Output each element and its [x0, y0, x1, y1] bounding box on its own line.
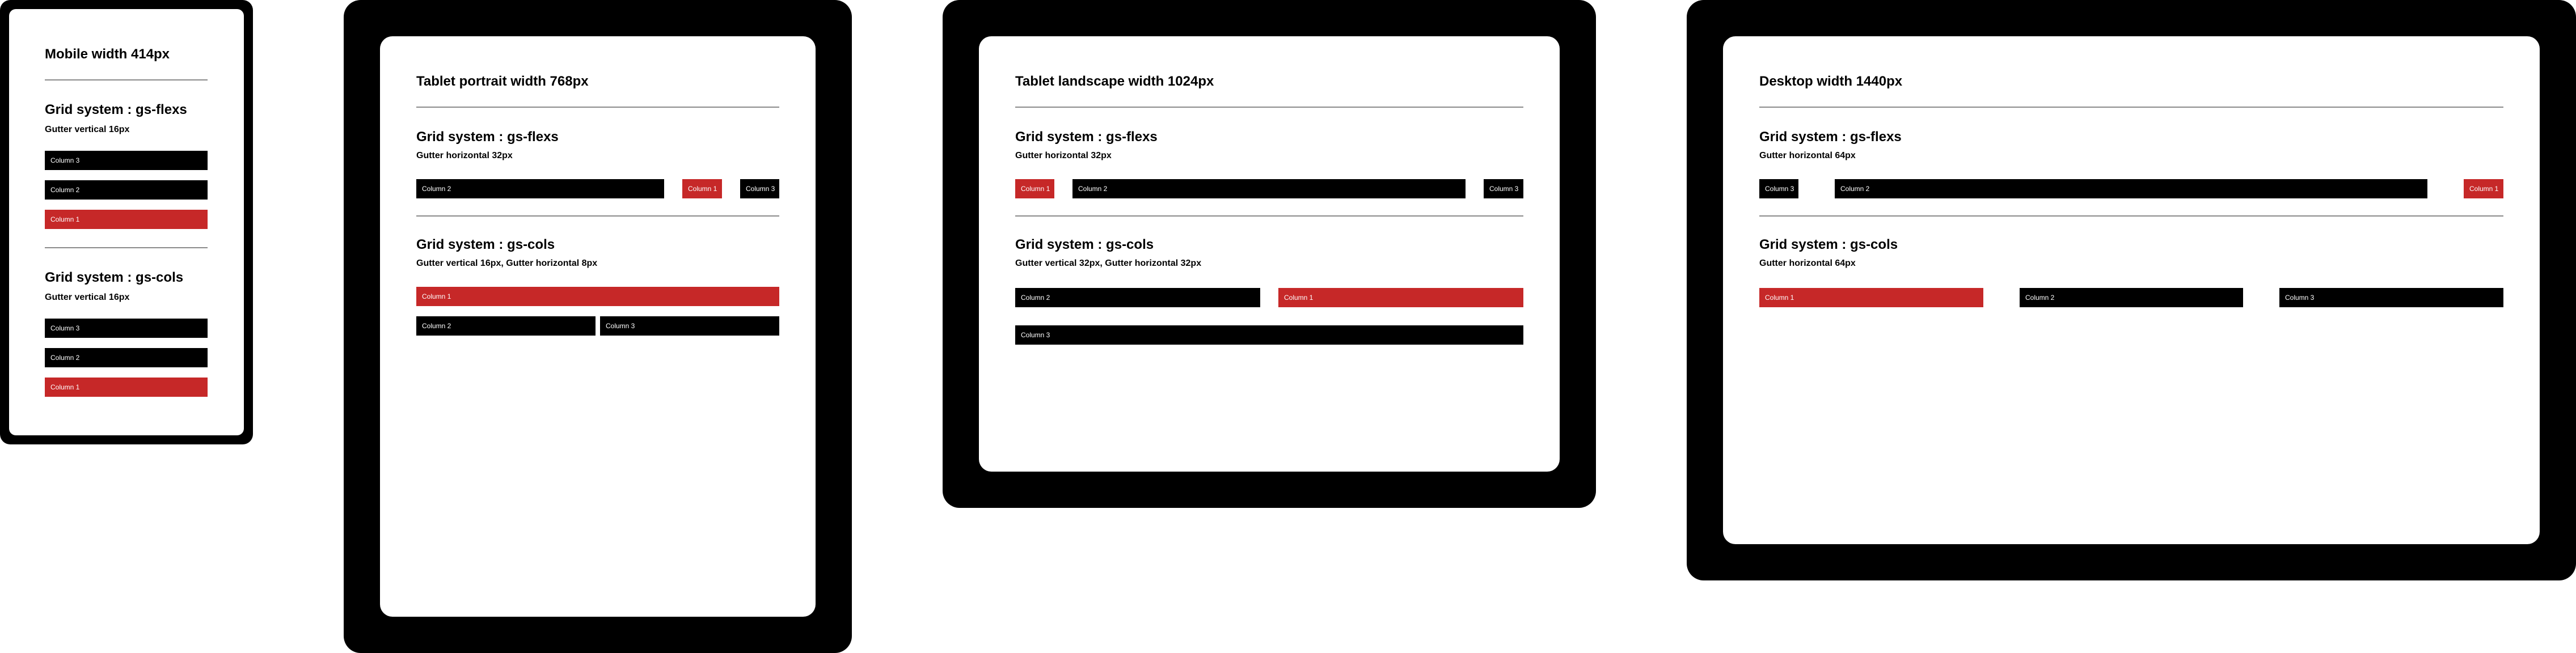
tablet-portrait-cols-column: Column 2	[416, 316, 596, 336]
desktop-title: Desktop width 1440px	[1759, 74, 1903, 89]
tablet-portrait-cols-gutter: Gutter vertical 16px, Gutter horizontal …	[416, 258, 598, 268]
tablet-portrait-title-divider	[416, 107, 779, 108]
tablet-landscape-section-divider	[1015, 215, 1523, 217]
tablet-landscape-screen: Tablet landscape width 1024px Grid syste…	[979, 36, 1560, 472]
tablet-portrait-flex-heading: Grid system : gs-flexs	[416, 129, 559, 145]
tablet-portrait-flex-column: Column 1	[682, 179, 722, 198]
mobile-device-frame: Mobile width 414px Grid system : gs-flex…	[0, 0, 253, 444]
desktop-cols-column: Column 3	[2279, 288, 2503, 307]
tablet-landscape-cols-column: Column 3	[1015, 325, 1523, 345]
mobile-flex-column: Column 3	[45, 151, 208, 170]
tablet-landscape-cols-column: Column 1	[1278, 288, 1523, 307]
desktop-flex-heading: Grid system : gs-flexs	[1759, 129, 1902, 145]
tablet-portrait-title: Tablet portrait width 768px	[416, 74, 589, 89]
mobile-flex-heading: Grid system : gs-flexs	[45, 102, 187, 117]
tablet-portrait-flex-column: Column 3	[740, 179, 779, 198]
mobile-cols-column: Column 2	[45, 348, 208, 367]
desktop-cols-column: Column 2	[2020, 288, 2243, 307]
tablet-portrait-section-divider	[416, 215, 779, 217]
tablet-landscape-device-frame: Tablet landscape width 1024px Grid syste…	[943, 0, 1596, 508]
desktop-flex-column: Column 2	[1835, 179, 2427, 198]
desktop-flex-gutter: Gutter horizontal 64px	[1759, 151, 1856, 160]
tablet-landscape-flex-gutter: Gutter horizontal 32px	[1015, 151, 1112, 160]
tablet-portrait-cols-heading: Grid system : gs-cols	[416, 237, 555, 252]
tablet-landscape-title: Tablet landscape width 1024px	[1015, 74, 1214, 89]
mobile-cols-heading: Grid system : gs-cols	[45, 270, 184, 285]
mobile-flex-gutter: Gutter vertical 16px	[45, 125, 130, 134]
mobile-cols-column: Column 3	[45, 319, 208, 338]
mobile-flex-column: Column 1	[45, 210, 208, 229]
tablet-portrait-device-frame: Tablet portrait width 768px Grid system …	[344, 0, 852, 653]
tablet-portrait-cols-column: Column 1	[416, 287, 779, 306]
tablet-portrait-screen: Tablet portrait width 768px Grid system …	[380, 36, 816, 617]
tablet-portrait-flex-gutter: Gutter horizontal 32px	[416, 151, 513, 160]
tablet-landscape-flex-column: Column 1	[1015, 179, 1054, 198]
desktop-flex-column: Column 1	[2464, 179, 2503, 198]
tablet-landscape-cols-gutter: Gutter vertical 32px, Gutter horizontal …	[1015, 258, 1202, 268]
tablet-landscape-flex-heading: Grid system : gs-flexs	[1015, 129, 1158, 145]
desktop-cols-heading: Grid system : gs-cols	[1759, 237, 1898, 252]
desktop-flex-column: Column 3	[1759, 179, 1798, 198]
desktop-title-divider	[1759, 107, 2503, 108]
mobile-flex-column: Column 2	[45, 180, 208, 200]
tablet-landscape-cols-column: Column 2	[1015, 288, 1260, 307]
desktop-device-frame: Desktop width 1440px Grid system : gs-fl…	[1687, 0, 2576, 580]
mobile-title-divider	[45, 79, 208, 80]
mobile-screen: Mobile width 414px Grid system : gs-flex…	[9, 9, 244, 435]
tablet-portrait-flex-column: Column 2	[416, 179, 664, 198]
desktop-cols-gutter: Gutter horizontal 64px	[1759, 258, 1856, 268]
tablet-landscape-flex-column: Column 3	[1484, 179, 1523, 198]
tablet-portrait-cols-column: Column 3	[600, 316, 779, 336]
tablet-landscape-cols-heading: Grid system : gs-cols	[1015, 237, 1154, 252]
desktop-screen: Desktop width 1440px Grid system : gs-fl…	[1723, 36, 2540, 544]
mobile-title: Mobile width 414px	[45, 46, 170, 62]
mobile-cols-column: Column 1	[45, 378, 208, 397]
tablet-landscape-title-divider	[1015, 107, 1523, 108]
desktop-cols-column: Column 1	[1759, 288, 1983, 307]
mobile-cols-gutter: Gutter vertical 16px	[45, 292, 130, 302]
desktop-section-divider	[1759, 215, 2503, 217]
mobile-section-divider	[45, 247, 208, 248]
tablet-landscape-flex-column: Column 2	[1072, 179, 1466, 198]
